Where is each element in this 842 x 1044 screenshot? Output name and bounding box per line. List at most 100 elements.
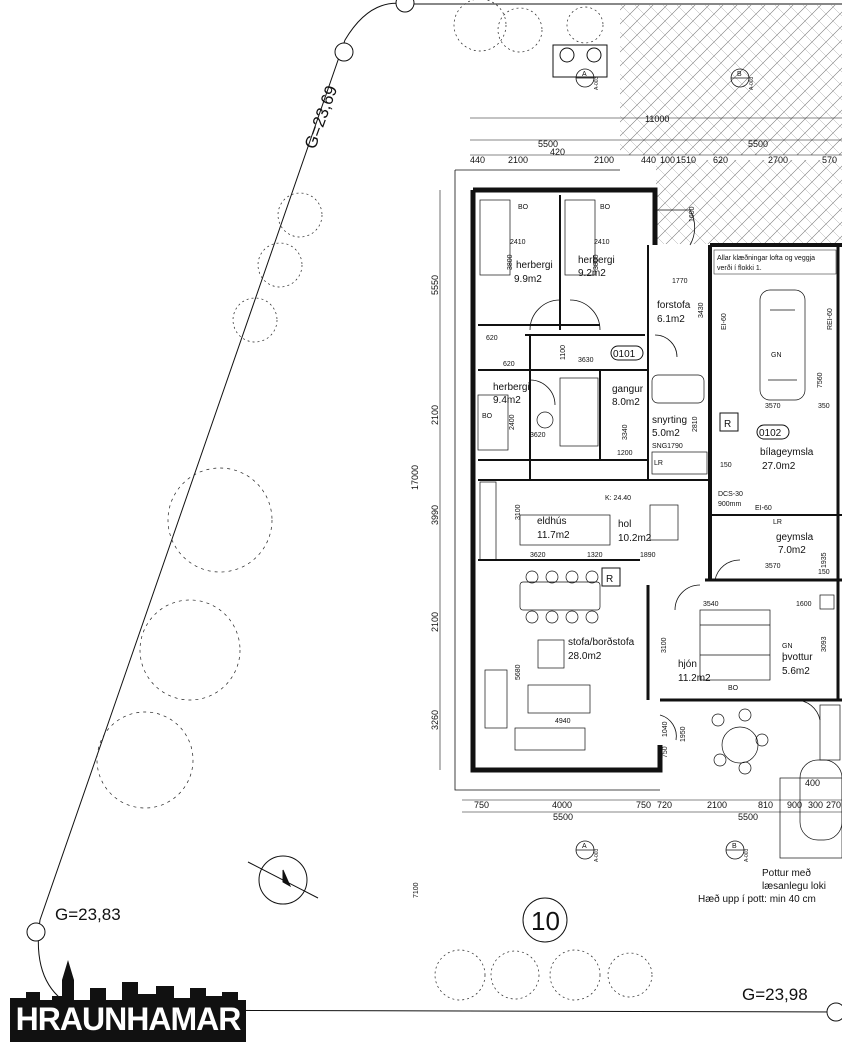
sng-label: SNG1790 <box>652 443 683 450</box>
dim: 7560 <box>817 372 824 388</box>
room-code-frame <box>756 424 790 440</box>
dim: 420 <box>550 147 565 157</box>
room-area: 9.9m2 <box>514 274 542 285</box>
dim: 2100 <box>508 155 528 165</box>
room-code: 0102 <box>759 428 782 439</box>
room-area: 9.2m2 <box>578 268 606 279</box>
cladding-note: verði í flokki 1. <box>717 264 762 272</box>
dim: 4000 <box>552 800 572 810</box>
dim: 3260 <box>430 710 440 730</box>
dim: 150 <box>818 569 830 576</box>
dim: 3630 <box>578 357 594 364</box>
dim: 4940 <box>555 718 571 725</box>
r-marker: R <box>606 574 613 585</box>
dim: 2410 <box>594 239 610 246</box>
door-rating: DCS-30 <box>718 491 743 498</box>
section-mark-labels: A B A B A-003 A-003 A-003 A-003 <box>582 71 755 862</box>
room-name: eldhús <box>537 516 566 527</box>
dim: 570 <box>822 155 837 165</box>
dim: 17000 <box>410 465 420 490</box>
dim: 3990 <box>430 505 440 525</box>
interior-walls <box>478 195 842 561</box>
dim: 1320 <box>587 552 603 559</box>
room-area: 8.0m2 <box>612 397 640 408</box>
room-area: 28.0m2 <box>568 651 602 662</box>
r-marker-frame <box>719 412 739 432</box>
bin <box>586 47 602 63</box>
dim: 3093 <box>821 636 828 652</box>
bo-marker: BO <box>482 413 493 420</box>
room-code-frame <box>610 345 644 361</box>
dim: 5550 <box>430 275 440 295</box>
dim: 5500 <box>748 139 768 149</box>
elevation-label-top: G=23,69 <box>301 83 341 151</box>
r-marker: R <box>724 419 731 430</box>
floor-level: K: 24.40 <box>605 495 631 502</box>
room-name: hjón <box>678 659 697 670</box>
driveway-paving <box>656 160 842 244</box>
dim: 1770 <box>672 278 688 285</box>
gn-marker: GN <box>782 643 793 650</box>
dim: 3340 <box>622 424 629 440</box>
room-area: 7.0m2 <box>778 545 806 556</box>
dim: 3430 <box>698 302 705 318</box>
bo-marker: BO <box>728 685 739 692</box>
section-letter: A <box>582 71 587 78</box>
fire-rating: EI-60 <box>721 313 728 330</box>
dim: 270 <box>826 800 841 810</box>
room-name: geymsla <box>776 532 814 543</box>
dim: 1510 <box>676 155 696 165</box>
room-name: þvottur <box>782 652 813 663</box>
dim: 5500 <box>738 812 758 822</box>
dim: 1200 <box>617 450 633 457</box>
section-letter: A <box>582 843 587 850</box>
exterior-walls <box>454 169 842 791</box>
dim: 5680 <box>515 664 522 680</box>
dim: 620 <box>486 335 498 342</box>
dim: 2410 <box>510 239 526 246</box>
plot-number-circle <box>522 897 568 943</box>
fire-rating: REI-60 <box>827 308 834 330</box>
dim: 1890 <box>640 552 656 559</box>
plot-number: 10 <box>531 906 560 936</box>
dim: 750 <box>636 800 651 810</box>
dim: 750 <box>662 746 669 758</box>
dim: 3800 <box>507 254 514 270</box>
dim: 5500 <box>538 139 558 149</box>
dim: 810 <box>758 800 773 810</box>
notes: Allar klæðningar lofta og veggja verði í… <box>652 254 834 905</box>
room-name: snyrting <box>652 415 687 426</box>
boundary-point <box>26 922 46 942</box>
dimension-lines <box>439 117 842 813</box>
dim: 1950 <box>680 726 687 742</box>
boundary-point <box>334 42 354 62</box>
dim: 5500 <box>553 812 573 822</box>
room-area: 5.0m2 <box>652 428 680 439</box>
dim: 2810 <box>692 416 699 432</box>
dim: 1600 <box>689 206 696 222</box>
hot-tub-note: Hæð upp í pott: min 40 cm <box>698 893 816 905</box>
dim: 3620 <box>530 552 546 559</box>
dim: 620 <box>503 361 515 368</box>
waste-bins <box>552 44 608 78</box>
dim: 1935 <box>821 552 828 568</box>
room-name: herbergi <box>578 255 615 266</box>
section-ref: A-003 <box>594 848 600 862</box>
dim: 11000 <box>645 114 669 124</box>
section-ref: A-003 <box>749 76 755 90</box>
boundary-point <box>826 1002 842 1022</box>
room-name: herbergi <box>493 382 530 393</box>
room-name: stofa/borðstofa <box>568 636 635 648</box>
dim: 2100 <box>707 800 727 810</box>
dim: 350 <box>818 403 830 410</box>
dim: 150 <box>720 462 732 469</box>
elevation-label-left: G=23,83 <box>55 905 121 924</box>
dim: 440 <box>641 155 656 165</box>
dim: 750 <box>474 800 489 810</box>
room-area: 9.4m2 <box>493 395 521 406</box>
hot-tub-note: Pottur með <box>762 867 811 879</box>
room-area: 11.7m2 <box>537 530 570 541</box>
door-width: 900mm <box>718 501 742 508</box>
furniture <box>477 199 842 859</box>
